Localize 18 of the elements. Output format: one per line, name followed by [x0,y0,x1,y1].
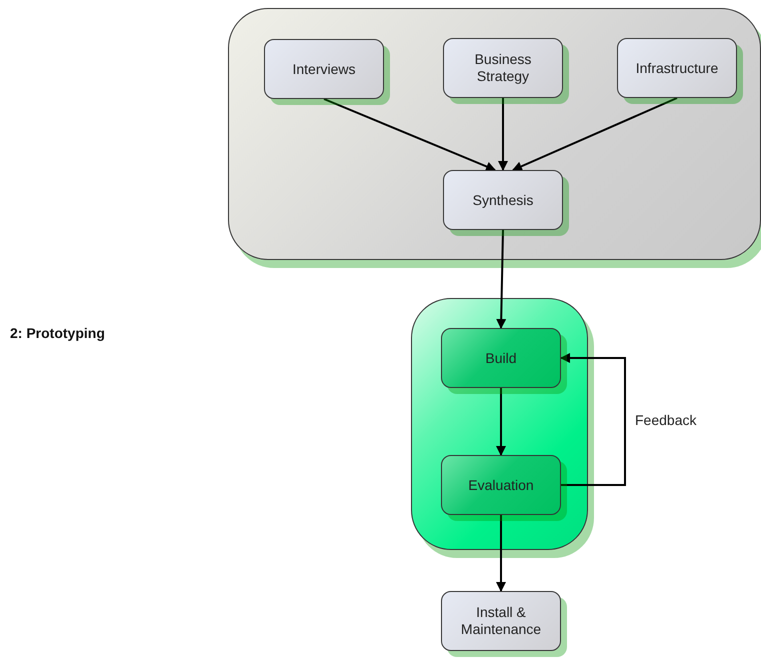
process-box: Install & Maintenance [441,591,561,651]
edge-label: Feedback [633,412,698,428]
process-box: Infrastructure [617,38,737,98]
group-panel [411,298,588,550]
process-box: Interviews [264,39,384,99]
process-box: Evaluation [441,455,561,515]
arrow [496,388,506,456]
process-box: Business Strategy [443,38,563,98]
section-heading: 2: Prototyping [10,325,105,341]
group-panel [228,8,761,260]
process-box: Build [441,328,561,388]
arrow [496,515,506,592]
arrow [498,98,508,171]
arrow [496,230,506,329]
arrow [512,97,678,171]
arrow [324,98,496,172]
arrow [560,353,626,486]
process-box: Synthesis [443,170,563,230]
